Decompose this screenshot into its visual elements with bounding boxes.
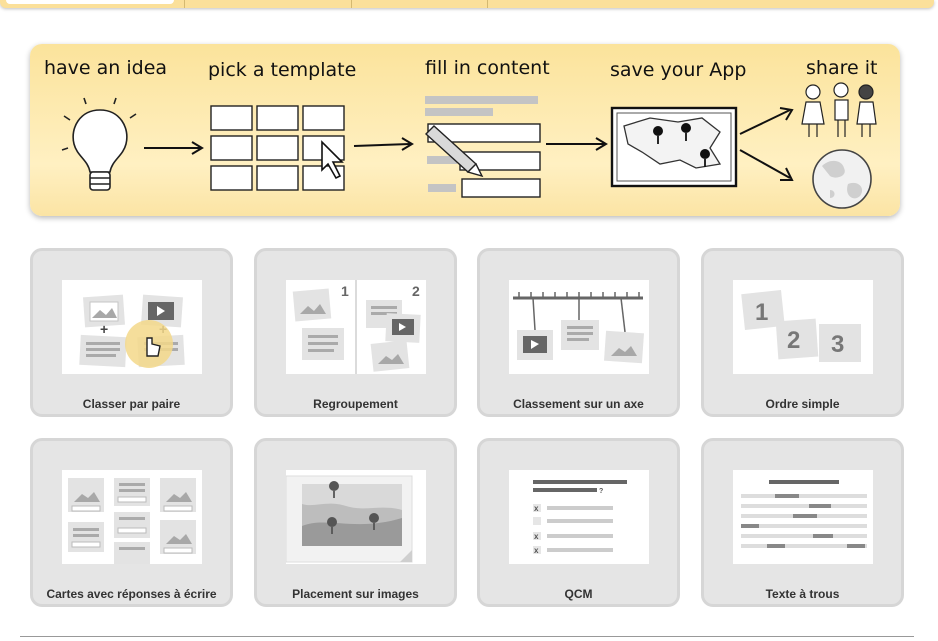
nav-tab-divider — [184, 0, 185, 8]
nav-tab-active[interactable] — [6, 0, 174, 4]
template-label: Placement sur images — [292, 587, 419, 601]
template-label: Cartes avec réponses à écrire — [46, 587, 217, 601]
top-navigation-bar — [0, 0, 934, 8]
how-it-works-illustration: have an idea pick a template fill in con… — [44, 57, 877, 209]
svg-text:2: 2 — [412, 283, 420, 299]
template-label: Classer par paire — [82, 397, 181, 411]
order-numbers-icon: 1 2 3 — [733, 280, 873, 374]
multiple-choice-icon: ? x x x — [509, 470, 649, 564]
arrow-icon — [144, 107, 794, 181]
step-label-template: pick a template — [208, 59, 356, 81]
template-card-grouping[interactable]: 1 2 Regroupement — [254, 248, 457, 417]
svg-text:+: + — [100, 321, 108, 337]
template-card-image-placement[interactable]: Placement sur images — [254, 438, 457, 607]
svg-text:2: 2 — [787, 327, 800, 354]
nav-tab-divider — [351, 0, 352, 8]
footer-divider — [20, 636, 914, 637]
step-label-share: share it — [806, 57, 877, 79]
svg-text:?: ? — [599, 488, 603, 495]
map-icon — [610, 106, 738, 188]
children-icon — [801, 82, 877, 137]
template-card-order[interactable]: 1 2 3 Ordre simple — [701, 248, 904, 417]
template-label: Ordre simple — [765, 397, 840, 411]
axis-icon — [509, 280, 649, 374]
template-grid-icon — [210, 105, 345, 191]
svg-text:x: x — [534, 532, 539, 541]
lightbulb-icon — [61, 97, 137, 191]
template-label: Classement sur un axe — [513, 397, 644, 411]
gap-text-icon — [733, 470, 873, 564]
template-card-axis[interactable]: Classement sur un axe — [477, 248, 680, 417]
template-label: Texte à trous — [765, 587, 840, 601]
template-card-write[interactable]: Cartes avec réponses à écrire — [30, 438, 233, 607]
step-label-content: fill in content — [425, 57, 550, 79]
map-pins-icon — [286, 470, 426, 564]
template-card-pair[interactable]: + + Classer par paire — [30, 248, 233, 417]
grouping-icon: 1 2 — [286, 280, 426, 374]
step-label-save: save your App — [610, 59, 746, 81]
template-label: QCM — [564, 587, 593, 601]
pencil-icon — [424, 125, 484, 178]
template-card-gap-text[interactable]: Texte à trous — [701, 438, 904, 607]
svg-text:x: x — [534, 504, 539, 513]
globe-icon — [812, 149, 872, 209]
how-it-works-banner: have an idea pick a template fill in con… — [30, 44, 900, 216]
template-label: Regroupement — [313, 397, 398, 411]
step-label-idea: have an idea — [44, 57, 167, 79]
mouse-cursor-icon — [321, 140, 344, 180]
template-card-qcm[interactable]: ? x x x QCM — [477, 438, 680, 607]
form-fields-icon — [425, 96, 541, 198]
svg-text:3: 3 — [831, 331, 844, 358]
svg-text:1: 1 — [755, 299, 768, 326]
svg-text:x: x — [534, 546, 539, 555]
nav-tab-divider — [487, 0, 488, 8]
write-cards-icon — [62, 470, 202, 564]
pair-cards-icon: + + — [62, 280, 202, 374]
svg-text:1: 1 — [341, 283, 349, 299]
hand-cursor-icon — [146, 337, 161, 357]
